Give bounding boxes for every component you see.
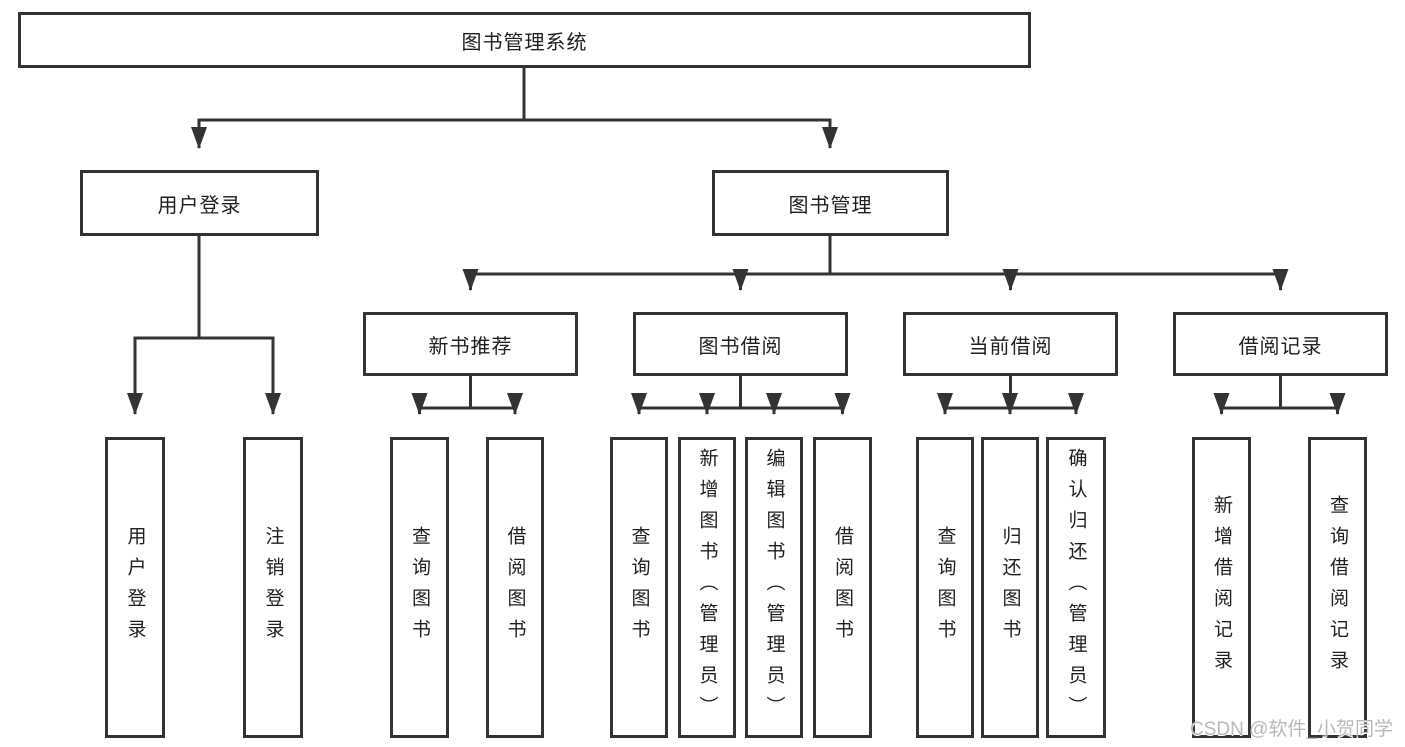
leaf-confirm-return-admin: 确认归还（管理员） (1046, 437, 1106, 738)
leaf-return-book-label: 归还图书 (999, 525, 1021, 650)
leaf-confirm-return-admin-label: 确认归还（管理员） (1065, 448, 1087, 727)
node-borrow-records: 借阅记录 (1173, 312, 1388, 376)
node-new-book-recommend-label: 新书推荐 (428, 335, 513, 358)
leaf-query-books-current: 查询图书 (916, 437, 974, 738)
node-root: 图书管理系统 (18, 12, 1031, 68)
leaf-add-borrow-record: 新增借阅记录 (1192, 437, 1251, 738)
leaf-user-login-label: 用户登录 (124, 525, 146, 650)
leaf-edit-book-admin: 编辑图书（管理员） (745, 437, 803, 738)
leaf-query-books-current-label: 查询图书 (934, 525, 956, 650)
leaf-return-book: 归还图书 (981, 437, 1039, 738)
leaf-borrow-books-label: 借阅图书 (832, 525, 853, 650)
leaf-logout: 注销登录 (243, 437, 303, 738)
leaf-borrow-books-recommend: 借阅图书 (486, 437, 544, 738)
node-current-borrow: 当前借阅 (903, 312, 1118, 376)
node-book-management: 图书管理 (712, 170, 949, 236)
leaf-edit-book-admin-label: 编辑图书（管理员） (763, 448, 785, 727)
node-root-label: 图书管理系统 (461, 31, 588, 54)
leaf-query-books-borrow-label: 查询图书 (628, 525, 650, 650)
leaf-query-books-borrow: 查询图书 (610, 437, 668, 738)
leaf-add-book-admin: 新增图书（管理员） (678, 437, 736, 738)
node-borrow-records-label: 借阅记录 (1238, 335, 1323, 358)
leaf-logout-label: 注销登录 (262, 525, 284, 650)
leaf-user-login: 用户登录 (105, 437, 165, 738)
leaf-query-books-recommend: 查询图书 (390, 437, 449, 738)
csdn-watermark: CSDN @软件_小贺同学 (1190, 719, 1393, 740)
node-new-book-recommend: 新书推荐 (363, 312, 578, 376)
node-book-management-label: 图书管理 (788, 194, 873, 217)
node-user-login-label: 用户登录 (157, 194, 242, 217)
node-current-borrow-label: 当前借阅 (968, 335, 1053, 358)
leaf-query-borrow-record: 查询借阅记录 (1308, 437, 1367, 738)
leaf-add-book-admin-label: 新增图书（管理员） (696, 448, 718, 727)
leaf-borrow-books: 借阅图书 (813, 437, 872, 738)
node-book-borrow-label: 图书借阅 (698, 335, 783, 358)
leaf-query-borrow-record-label: 查询借阅记录 (1327, 494, 1348, 681)
node-book-borrow: 图书借阅 (633, 312, 848, 376)
node-user-login: 用户登录 (80, 170, 319, 236)
leaf-add-borrow-record-label: 新增借阅记录 (1211, 494, 1232, 681)
leaf-borrow-books-recommend-label: 借阅图书 (504, 525, 526, 650)
leaf-query-books-recommend-label: 查询图书 (409, 525, 430, 650)
